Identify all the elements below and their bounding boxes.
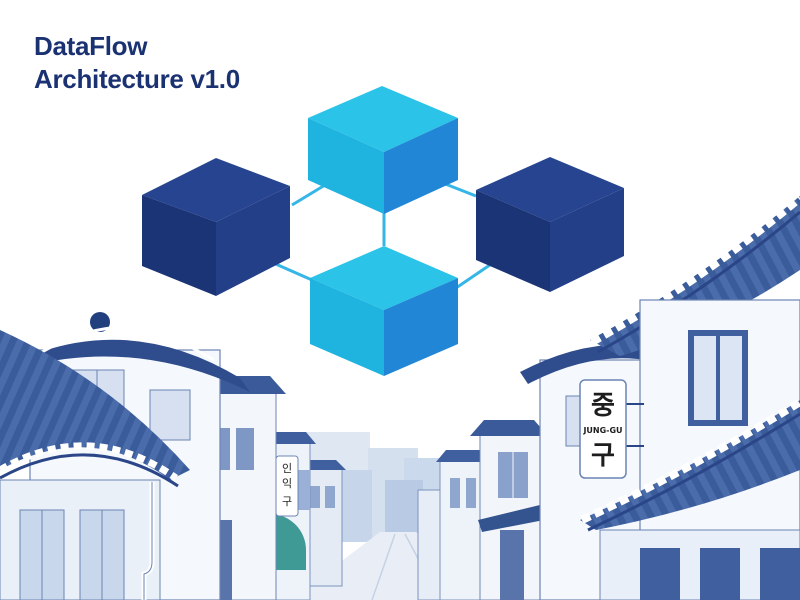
sign-sub-label: JUNG-GU bbox=[582, 426, 622, 435]
page-title: DataFlow Architecture v1.0 bbox=[34, 30, 240, 96]
left-houses bbox=[0, 312, 346, 600]
title-line-2: Architecture v1.0 bbox=[34, 64, 240, 94]
blue-cube-icon bbox=[308, 86, 458, 214]
title-line-1: DataFlow bbox=[34, 31, 148, 61]
sign-char-bottom: 구 bbox=[591, 441, 615, 471]
sign-char-top: 중 bbox=[591, 391, 615, 421]
blue-cube-icon bbox=[476, 157, 624, 292]
blue-cube-icon bbox=[310, 246, 458, 376]
left-sign-char-3: 구 bbox=[282, 495, 292, 508]
left-sign-char-2: 익 bbox=[282, 477, 292, 490]
left-sign-char-1: 인 bbox=[282, 462, 292, 475]
cube-network bbox=[142, 86, 624, 376]
blue-cube-icon bbox=[142, 158, 290, 296]
jung-gu-sign: 중 JUNG-GU 구 bbox=[579, 379, 644, 479]
left-vertical-sign: 인 익 구 bbox=[275, 455, 299, 517]
